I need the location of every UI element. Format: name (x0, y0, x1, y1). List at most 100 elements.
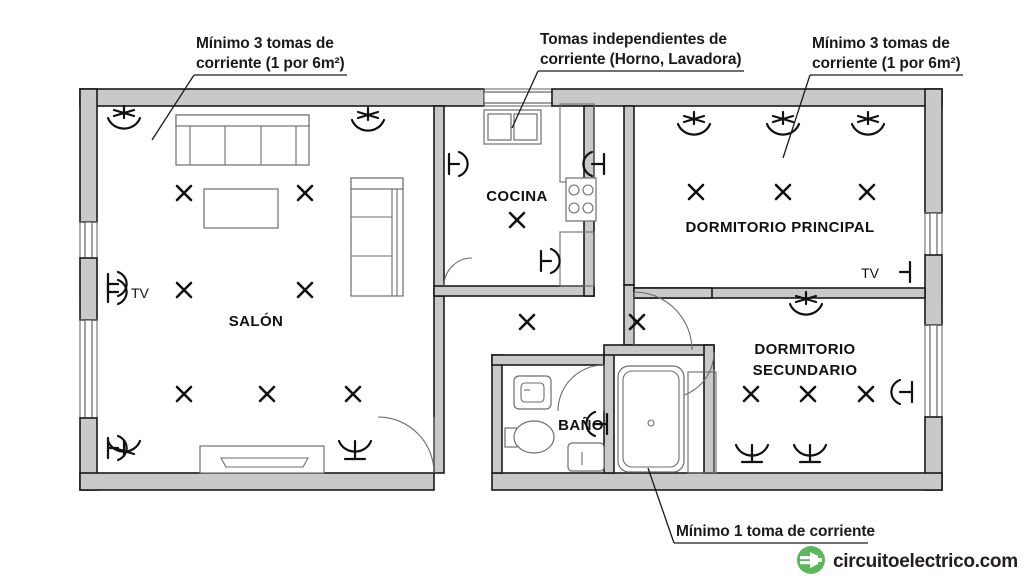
wall-salon-right-upper (433, 105, 445, 297)
sconce-cocina-lower (539, 247, 561, 275)
power-outlets-group (175, 183, 876, 403)
plug-icon (800, 552, 822, 568)
wall-salon-right-lower (433, 295, 445, 474)
annotation-salon-sockets: Mínimo 3 tomas de corriente (1 por 6m²) (151, 35, 347, 141)
outlet-salon-7 (344, 385, 362, 403)
shelf-unit-salon (350, 177, 404, 297)
tv-outlet-dormitorio: TV (861, 260, 912, 284)
outlet-dorm2-2 (799, 385, 817, 403)
room-label-dormitorio-principal: DORMITORIO PRINCIPAL (685, 219, 874, 236)
sconce-bano (585, 410, 609, 438)
annotation-salon-sockets-line1: Mínimo 3 tomas de (196, 35, 334, 52)
light-dorm1-a (676, 110, 712, 136)
door-swing-cocina (443, 257, 473, 287)
annotation-kitchen-independent-line2: corriente (Horno, Lavadora) (540, 51, 741, 68)
outlet-salon-6 (258, 385, 276, 403)
tv-outlet-dormitorio-label: TV (861, 265, 880, 281)
light-salon-top (106, 104, 142, 130)
sconce-cocina-left (447, 150, 469, 178)
sconce-cocina-right (582, 150, 606, 178)
light-salon-mid (350, 106, 386, 132)
light-dorm1-b (765, 110, 801, 136)
light-dorm2-b (734, 443, 770, 464)
light-dorm2-c (792, 443, 828, 464)
annotation-salon-sockets-leader (151, 74, 195, 141)
wall-bano-mid (603, 351, 615, 474)
wall-bano-top-left (491, 354, 605, 366)
bidet-bano (567, 442, 605, 472)
room-label-salon: SALÓN (229, 312, 284, 330)
room-label-cocina: COCINA (486, 188, 548, 205)
room-label-bano: BAÑO (558, 416, 604, 434)
walls-group (79, 88, 943, 491)
door-swing-bano (557, 364, 605, 412)
toilet-bano (504, 420, 555, 454)
door-swing-salon (377, 416, 435, 474)
light-salon-bottom (337, 439, 373, 461)
outlet-dorm1-3 (858, 183, 876, 201)
brand-watermark[interactable]: circuitoelectrico.com (797, 546, 1018, 574)
wall-bano-left (491, 354, 503, 474)
annotation-bathroom-socket-line1: Mínimo 1 toma de corriente (676, 523, 875, 540)
annotation-kitchen-independent-line1: Tomas independientes de (540, 31, 727, 48)
outlet-salon-2 (296, 184, 314, 202)
tv-console-salon (199, 445, 325, 474)
room-label-dormitorio-secundario-line2: SECUNDARIO (753, 362, 858, 379)
wall-sconces-group (106, 150, 914, 462)
window-right-2 (929, 324, 938, 418)
sconce-dorm2-right (890, 378, 914, 406)
outer-wall-shell (79, 88, 943, 491)
annotation-bedroom-sockets: Mínimo 3 tomas de corriente (1 por 6m²) (782, 35, 963, 159)
outlet-cocina-1 (508, 211, 526, 229)
wall-right-upper (924, 88, 943, 214)
outlet-salon-4 (296, 281, 314, 299)
annotation-bedroom-sockets-leader (782, 74, 811, 159)
kitchen-sink (483, 109, 542, 145)
wall-bano-top-right (603, 344, 715, 356)
wall-right-mid (924, 254, 943, 326)
wall-bottom-left (79, 472, 435, 491)
wall-hall-right-upper (623, 105, 635, 286)
annotation-bedroom-sockets-line2: corriente (1 por 6m²) (812, 55, 961, 72)
light-dorm2-a (788, 290, 824, 316)
annotation-salon-sockets-line2: corriente (1 por 6m²) (196, 55, 345, 72)
bathtub-bano (617, 365, 685, 473)
closet-dorm2 (687, 371, 717, 474)
wall-top-right (551, 88, 943, 107)
wall-left-mid (79, 257, 98, 321)
annotation-bathroom-socket-leader (647, 467, 675, 544)
sofa-salon (175, 114, 310, 166)
outlet-dorm1-2 (774, 183, 792, 201)
window-left-2 (84, 319, 93, 419)
tv-outlet-salon: TV (106, 278, 150, 306)
coffee-table-salon (203, 188, 279, 229)
wall-kitchen-bottom (433, 285, 595, 297)
wall-bottom-right (491, 472, 943, 491)
furniture-group (175, 103, 685, 474)
brand-name: circuitoelectrico.com (833, 551, 1018, 572)
window-top-kitchen (483, 91, 553, 104)
outlet-salon-3 (175, 281, 193, 299)
sconce-salon-bottom-wall (106, 434, 128, 462)
annotation-bedroom-sockets-line1: Mínimo 3 tomas de (812, 35, 950, 52)
outlet-salon-5 (175, 385, 193, 403)
stove-cocina (565, 177, 597, 222)
light-dorm1-c (850, 110, 886, 136)
outlet-dorm2-1 (742, 385, 760, 403)
outlet-salon-1 (175, 184, 193, 202)
ceiling-lights-group (106, 104, 886, 464)
outlet-dorm1-1 (687, 183, 705, 201)
room-label-dormitorio-secundario-line1: DORMITORIO (754, 341, 855, 358)
annotation-kitchen-independent: Tomas independientes de corriente (Horno… (511, 31, 744, 129)
annotations-group: Mínimo 3 tomas de corriente (1 por 6m²) … (151, 31, 963, 544)
door-swing-dorm1 (633, 291, 693, 351)
outlet-hall-1 (518, 313, 536, 331)
tv-outlet-salon-label: TV (131, 285, 150, 301)
washbasin-bano (513, 375, 552, 410)
wall-top-left (79, 88, 485, 107)
annotation-kitchen-independent-leader (511, 70, 539, 129)
wall-left-upper (79, 88, 98, 223)
outlet-dorm2-3 (857, 385, 875, 403)
